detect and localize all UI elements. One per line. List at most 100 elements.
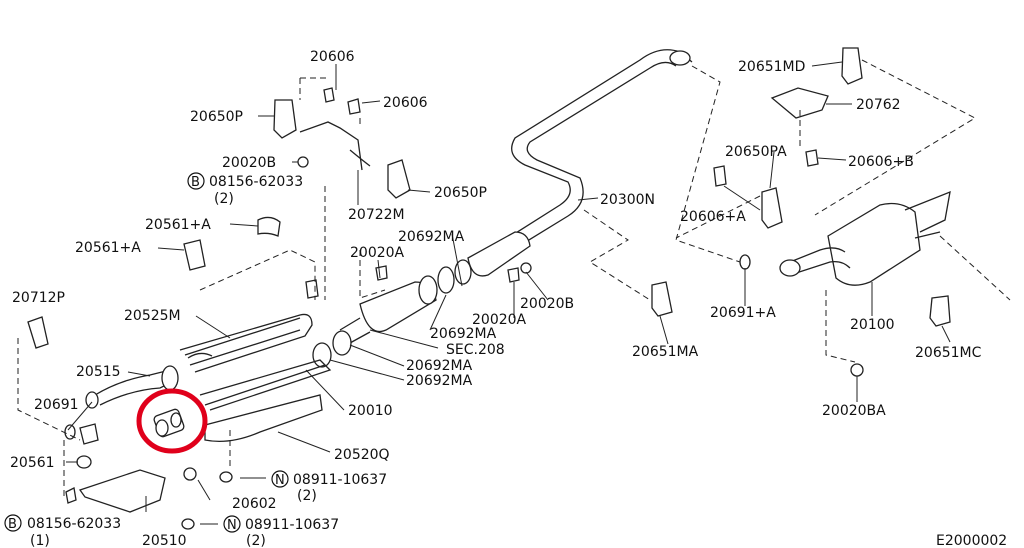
nut-20020BA <box>850 363 864 377</box>
nut-08911-mid <box>219 471 233 483</box>
gasket-1 <box>437 266 455 294</box>
nut-20602 <box>183 467 197 481</box>
callout-20515: 20515 <box>76 364 121 380</box>
bolt-20020A-2 <box>507 267 520 283</box>
converter-inlet <box>339 317 371 344</box>
callout-08911-mid-mark: N <box>275 473 285 488</box>
muffler-tail <box>904 190 951 239</box>
callout-20020B: 20020B <box>222 155 276 171</box>
callout-20606-mid: 20606 <box>383 95 428 111</box>
callout-08156-bot-qty: (1) <box>30 533 50 548</box>
callout-20020BA: 20020BA <box>822 403 886 419</box>
callout-20561: 20561 <box>10 455 55 471</box>
bolt-20606A <box>713 165 727 187</box>
mount-bracket-20722M <box>299 121 371 171</box>
gasket-20691 <box>64 424 76 440</box>
callout-20020B-2: 20020B <box>520 296 574 312</box>
front-pipe-flange <box>161 365 179 391</box>
bracket-20712P <box>27 316 49 349</box>
callout-08156-top-mark: B <box>191 175 200 190</box>
leader-lines <box>66 61 951 525</box>
muffler-inlet-pipe <box>789 247 851 276</box>
clamp-20561A-1 <box>257 216 281 237</box>
bolt-08156-bot <box>65 487 77 504</box>
pipe-end-flange <box>669 50 691 66</box>
callout-08911-bot-mark: N <box>227 518 237 533</box>
bolt-20606B <box>805 149 819 167</box>
callout-08156-bot: 08156-62033 <box>27 516 121 532</box>
clamp-20561A-2 <box>183 239 206 271</box>
highlighted-connector <box>153 408 185 438</box>
callout-20650PA: 20650PA <box>725 144 787 160</box>
callout-20692MA-1: 20692MA <box>406 358 473 374</box>
callout-20692MA-4: 20692MA <box>398 229 465 245</box>
callout-20520Q: 20520Q <box>334 447 390 463</box>
callout-20651MD: 20651MD <box>738 59 805 75</box>
rear-pipe <box>469 49 693 271</box>
callout-20651MC: 20651MC <box>915 345 982 361</box>
heat-insulator-20520Q <box>204 394 323 443</box>
callout-20691: 20691 <box>34 397 79 413</box>
front-pipe-lower <box>199 359 332 411</box>
gasket-3 <box>332 330 352 356</box>
clamp-20561 <box>76 455 92 469</box>
callout-sec208: SEC.208 <box>446 342 505 358</box>
bracket-20510 <box>78 469 166 513</box>
callout-08156-bot-mark-circle <box>4 514 22 532</box>
mount-bracket-20762 <box>770 87 829 119</box>
callout-20300N: 20300N <box>600 192 655 208</box>
mount-rubber-20650P-right <box>387 159 411 199</box>
callout-08156-bot-mark: B <box>8 517 17 532</box>
heat-insulator-20525M <box>184 317 301 359</box>
callout-labels: 20606 20606 20650P 20020B B 08156-62033 … <box>4 49 982 548</box>
callout-20692MA-3: 20692MA <box>430 326 497 342</box>
bracket-20561 <box>79 423 99 445</box>
callout-20602: 20602 <box>232 496 277 512</box>
callout-20692MA-2: 20692MA <box>406 373 473 389</box>
muffler-flange <box>779 259 801 277</box>
callout-20561A-1: 20561+A <box>145 217 211 233</box>
bolt-20606-top <box>323 87 335 103</box>
converter-flange-1 <box>418 275 438 305</box>
callout-20650P-left: 20650P <box>190 109 243 125</box>
callout-20510: 20510 <box>142 533 187 548</box>
nut-20020B-2 <box>520 262 532 274</box>
callout-20712P: 20712P <box>12 290 65 306</box>
callout-20606-top: 20606 <box>310 49 355 65</box>
callout-20020A-2: 20020A <box>472 312 527 328</box>
callout-08156-top: 08156-62033 <box>209 174 303 190</box>
callout-08911-mid: 08911-10637 <box>293 472 387 488</box>
callout-08911-bot-mark-circle <box>223 515 241 533</box>
callout-08156-top-qty: (2) <box>214 191 234 207</box>
callout-08156-top-mark-circle <box>187 172 205 190</box>
mount-rubber-20651MD <box>841 47 863 85</box>
gasket-4 <box>312 342 332 368</box>
callout-20651MA: 20651MA <box>632 344 699 360</box>
mount-rubber-20651MA <box>651 281 673 317</box>
dashed-guide-lines <box>17 59 1011 500</box>
callout-20762: 20762 <box>856 97 901 113</box>
callout-20650P-right: 20650P <box>434 185 487 201</box>
mount-rubber-20650P-left <box>273 99 297 139</box>
nut-20020B <box>297 156 309 168</box>
diagram-code: E2000002 <box>936 533 1007 548</box>
mount-rubber-20650PA <box>761 187 783 229</box>
front-pipe-end <box>85 391 99 409</box>
callout-08911-bot-qty: (2) <box>246 533 266 548</box>
front-pipe-elbow <box>94 369 173 406</box>
gasket-20691A <box>739 254 751 270</box>
callout-20606B: 20606+B <box>848 154 914 170</box>
callout-20691A: 20691+A <box>710 305 776 321</box>
red-highlight-circle <box>136 388 208 454</box>
callout-20100: 20100 <box>850 317 895 333</box>
callout-08911-bot: 08911-10637 <box>245 517 339 533</box>
callout-08911-mid-mark-circle <box>271 470 289 488</box>
callout-20722M: 20722M <box>348 207 405 223</box>
bolt-20020A-1 <box>375 265 388 281</box>
callout-20010: 20010 <box>348 403 393 419</box>
callout-20606A: 20606+A <box>680 209 746 225</box>
callout-20525M: 20525M <box>124 308 181 324</box>
callout-20020A-1: 20020A <box>350 245 405 261</box>
